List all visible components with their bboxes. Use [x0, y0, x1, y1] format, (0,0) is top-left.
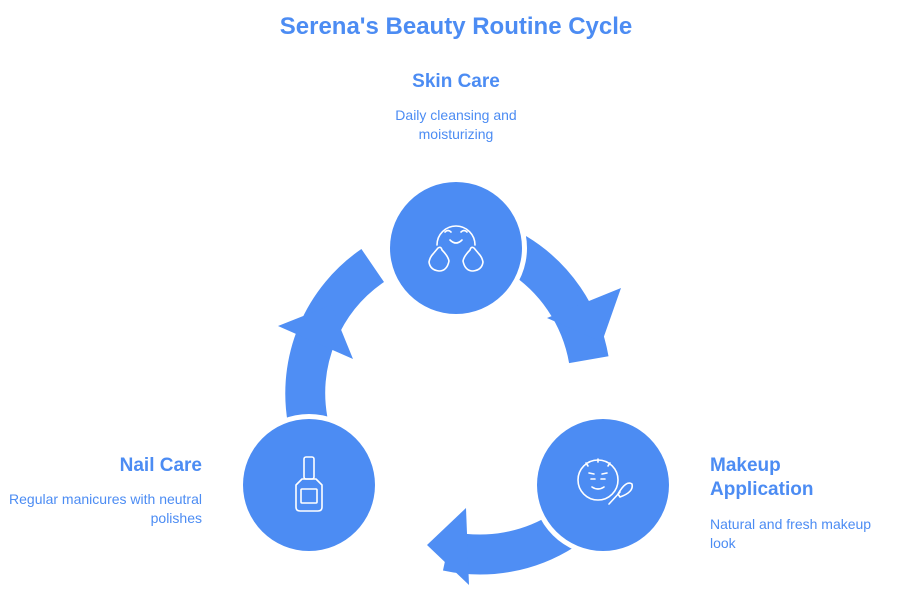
arrowhead-to-skin	[278, 305, 353, 359]
cycle-arc-skin-to-makeup	[505, 236, 609, 364]
node-makeup-application	[537, 419, 669, 551]
nail-polish-icon	[295, 456, 323, 512]
node-skin-care	[390, 182, 522, 314]
step-description-makeup-application: Natural and fresh makeup look	[710, 516, 872, 551]
node-nail-care	[243, 419, 375, 551]
step-title-nail-care: Nail Care	[119, 455, 202, 476]
step-title-skin-care: Skin Care	[412, 71, 500, 92]
arrowhead-to-makeup	[547, 288, 621, 342]
arrowhead-to-nail	[427, 508, 469, 585]
step-description-skin-care: Daily cleansing and moisturizing	[395, 107, 517, 142]
step-title-makeup-application: Makeup Application	[710, 455, 814, 500]
face-brush-icon	[577, 458, 634, 505]
step-description-nail-care: Regular manicures with neutral polishes	[9, 491, 202, 526]
diagram-title: Serena's Beauty Routine Cycle	[279, 13, 633, 40]
smiling-face-hands-icon	[428, 225, 484, 272]
